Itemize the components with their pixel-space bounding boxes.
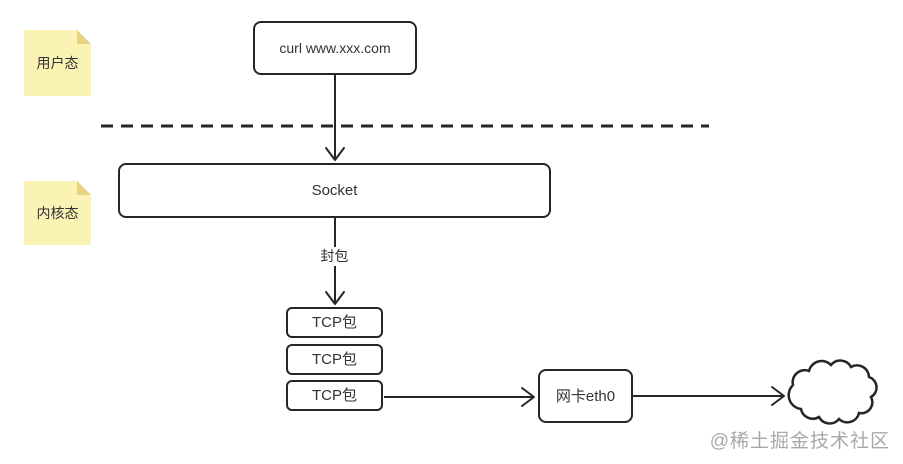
sticky-note-kernel-mode: 内核态	[24, 181, 91, 245]
sticky-note-user-mode: 用户态	[24, 30, 91, 96]
node-socket-label: Socket	[311, 182, 358, 199]
node-tcp-packet-1: TCP包	[286, 307, 383, 338]
node-socket: Socket	[118, 163, 551, 218]
node-curl-command-label: curl www.xxx.com	[279, 40, 391, 56]
node-nic-eth0: 网卡eth0	[538, 369, 633, 423]
node-tcp-packet-3: TCP包	[286, 380, 383, 411]
node-nic-eth0-label: 网卡eth0	[555, 387, 616, 405]
node-tcp-packet-2: TCP包	[286, 344, 383, 375]
internet-cloud	[787, 359, 878, 425]
edge-label-encapsulate: 封包	[317, 247, 352, 266]
sticky-note-kernel-mode-label: 内核态	[36, 205, 79, 221]
arrowhead-nic-to-cloud	[771, 386, 785, 406]
node-curl-command: curl www.xxx.com	[253, 21, 417, 75]
arrowhead-curl-to-socket	[325, 147, 345, 161]
node-tcp-packet-3-label: TCP包	[311, 387, 357, 404]
juejin-watermark: @稀土掘金技术社区	[709, 431, 890, 452]
node-tcp-packet-2-label: TCP包	[311, 351, 357, 368]
sticky-note-user-mode-label: 用户态	[36, 55, 79, 71]
arrowhead-tcp-to-nic	[521, 387, 535, 407]
arrowhead-socket-to-tcp	[325, 291, 345, 305]
node-tcp-packet-1-label: TCP包	[311, 314, 357, 331]
